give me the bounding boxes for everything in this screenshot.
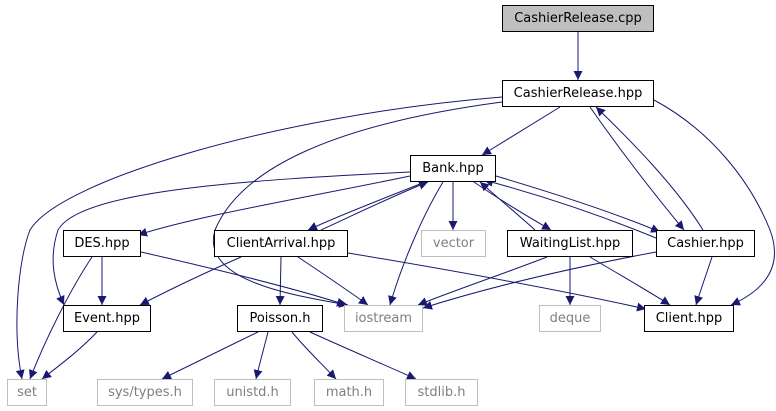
edge-bank-to-clientarrival (307, 181, 426, 231)
edge-cashierrelease-to-client (653, 99, 775, 306)
node-iostream: iostream (344, 305, 423, 332)
edge-des-to-iostream (140, 251, 347, 307)
edge-waitinglist-to-iostream (417, 256, 548, 306)
node-sys-types-h: sys/types.h (97, 379, 193, 406)
edge-bank-to-iostream (388, 181, 444, 306)
edge-event-to-set (41, 331, 98, 380)
node-cashier-release-hpp[interactable]: CashierRelease.hpp (502, 80, 654, 107)
node-unistd-h: unistd.h (214, 379, 291, 406)
node-cashier-hpp[interactable]: Cashier.hpp (656, 230, 755, 257)
node-stdlib-h: stdlib.h (405, 379, 478, 406)
edge-cashier-to-client (694, 256, 713, 306)
node-des-hpp[interactable]: DES.hpp (63, 230, 141, 257)
edge-bank-to-cashier (495, 175, 661, 233)
edge-cashierrelease-to-bank (481, 106, 561, 156)
node-math-h: math.h (314, 379, 384, 406)
edge-waitinglist-to-client (589, 256, 671, 306)
edge-bank-to-event (52, 171, 411, 306)
edge-waitinglist-to-bank (479, 181, 536, 231)
edge-des-to-set (29, 256, 93, 380)
node-vector: vector (421, 230, 486, 257)
edge-cashierrelease-to-set (15, 96, 503, 380)
edge-clientarrival-to-bank (320, 181, 429, 231)
edge-clientarrival-to-poisson (275, 256, 285, 306)
edge-clientarrival-to-iostream (297, 256, 369, 306)
edge-poisson-to-stdlib (309, 331, 417, 380)
edge-poisson-to-unistd (253, 331, 269, 380)
edge-poisson-to-math (291, 331, 337, 380)
edge-clientarrival-to-client (347, 252, 647, 312)
node-deque: deque (539, 305, 601, 332)
node-cashier-release-cpp: CashierRelease.cpp (502, 5, 654, 32)
node-set: set (7, 379, 47, 406)
node-bank-hpp[interactable]: Bank.hpp (410, 155, 496, 182)
edge-cashier-to-cashierrelease (595, 106, 704, 231)
node-client-hpp[interactable]: Client.hpp (644, 305, 734, 332)
edge-cashierrelease-to-iostream (212, 101, 503, 308)
edge-poisson-to-systypes (161, 331, 259, 380)
edge-cashier-to-bank (483, 177, 657, 239)
node-poisson-h[interactable]: Poisson.h (237, 305, 323, 332)
node-waiting-list-hpp[interactable]: WaitingList.hpp (507, 230, 633, 257)
node-event-hpp[interactable]: Event.hpp (63, 305, 151, 332)
edge-clientarrival-to-event (139, 256, 242, 306)
node-client-arrival-hpp[interactable]: ClientArrival.hpp (214, 230, 348, 257)
edge-cashierrelease-to-cashier (589, 106, 685, 231)
edge-bank-to-des (137, 175, 411, 237)
edge-cashier-to-iostream (422, 251, 657, 310)
